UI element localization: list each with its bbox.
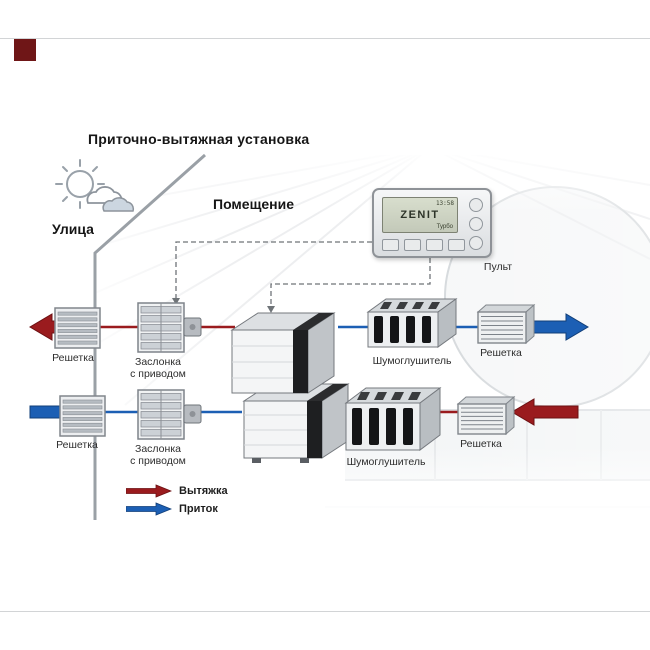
lcd-model-text: ZENIT: [400, 209, 440, 221]
legend-exhaust: Вытяжка: [126, 483, 228, 498]
silencer-supply: [366, 298, 458, 348]
ahu-unit: [230, 312, 350, 463]
legend-exhaust-label: Вытяжка: [179, 484, 228, 497]
remote-round-button: [469, 236, 483, 250]
label-damper-line2: с приводом: [130, 368, 186, 381]
grille-street-supply: [59, 395, 106, 437]
remote-control: 13:58 ZENIT Турбо: [372, 188, 492, 258]
lcd-mode-text: Турбо: [436, 224, 453, 230]
remote-round-button: [469, 217, 483, 231]
damper-exhaust: [137, 302, 202, 353]
label-grille-street-exhaust: Решетка: [52, 352, 94, 364]
supply-arrow-icon: [126, 501, 172, 516]
remote-button-row: [382, 239, 465, 251]
page-bottom-rule: [0, 611, 650, 612]
exhaust-from-room-arrow: [511, 398, 579, 426]
label-silencer-supply: Шумоглушитель: [372, 355, 452, 367]
flow-legend: Вытяжка Приток: [126, 483, 228, 516]
remote-lcd: 13:58 ZENIT Турбо: [382, 197, 458, 233]
logo-mark: [14, 39, 36, 61]
remote-button: [382, 239, 399, 251]
supply-to-room-arrow: [529, 313, 589, 341]
remote-button: [404, 239, 421, 251]
legend-supply: Приток: [126, 501, 228, 516]
remote-round-button: [469, 198, 483, 212]
lcd-time: 13:58: [435, 200, 454, 207]
page-title: Приточно-вытяжная установка: [88, 131, 310, 147]
remote-button: [448, 239, 465, 251]
label-grille-street-supply: Решетка: [56, 439, 98, 451]
remote-side-buttons: [469, 198, 483, 250]
grille-room-supply: [476, 303, 536, 345]
wiring-arrowhead-damper: [172, 298, 180, 305]
label-damper-exhaust: Заслонка с приводом: [126, 356, 190, 381]
remote-button: [426, 239, 443, 251]
label-grille-room-exhaust: Решетка: [460, 438, 502, 450]
label-damper-line1: Заслонка: [135, 356, 181, 368]
label-silencer-exhaust: Шумоглушитель: [346, 456, 426, 468]
page-top-rule: [0, 38, 650, 39]
grille-room-exhaust: [456, 395, 516, 436]
wiring-arrowhead-unit: [267, 306, 275, 313]
control-wiring: [175, 241, 431, 309]
damper-supply: [137, 389, 202, 440]
sun-cloud-icon: [55, 159, 135, 212]
silencer-exhaust: [344, 387, 442, 451]
zone-label-room: Помещение: [213, 196, 295, 212]
grille-street-exhaust: [54, 307, 101, 349]
label-damper-line2: с приводом: [130, 455, 186, 468]
legend-supply-label: Приток: [179, 502, 218, 515]
label-damper-line1: Заслонка: [135, 443, 181, 455]
zone-label-street: Улица: [52, 221, 94, 237]
label-damper-supply: Заслонка с приводом: [126, 443, 190, 468]
label-grille-room-supply: Решетка: [480, 347, 522, 359]
exhaust-arrow-icon: [126, 483, 172, 498]
label-remote: Пульт: [483, 261, 513, 273]
